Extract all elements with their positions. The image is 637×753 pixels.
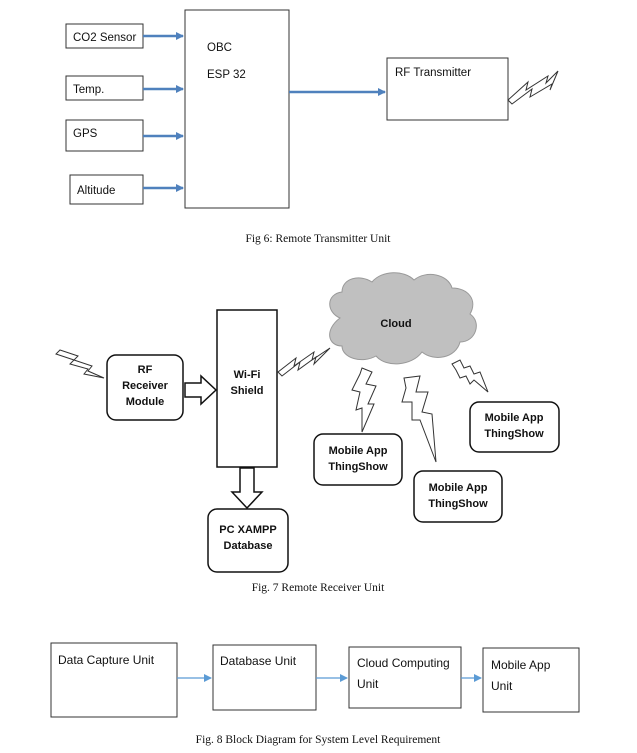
- altitude-box: [69, 174, 144, 205]
- mobile-app-1-line1: Mobile App: [329, 445, 388, 457]
- mobile-app-2-box: [413, 470, 503, 523]
- cloud-app1-lightning-icon: [351, 367, 377, 433]
- rf-receiver-line1: RF: [138, 364, 153, 376]
- database-unit-label: Database Unit: [220, 654, 297, 668]
- co2-sensor-label: CO2 Sensor: [73, 32, 136, 44]
- fig6-transmitter-unit: CO2 Sensor Temp. GPS Altitude OBC ESP 32…: [65, 9, 559, 245]
- database-box: [207, 508, 289, 573]
- rf-receiver-line3: Module: [126, 396, 165, 408]
- cloud-shape: [329, 272, 477, 365]
- mobile-app-2-line1: Mobile App: [429, 482, 488, 494]
- cloud-app2-lightning-icon: [401, 375, 437, 463]
- transmit-lightning-icon: [507, 70, 559, 105]
- receiver-to-shield-arrow: [184, 374, 218, 406]
- temp-box: [65, 75, 144, 101]
- gps-label: GPS: [73, 128, 98, 140]
- obc-label: OBC: [207, 42, 232, 54]
- fig6-caption: Fig 6: Remote Transmitter Unit: [245, 233, 391, 245]
- mobile-app-3-line2: ThingShow: [484, 428, 544, 440]
- mobile-app-unit-line1: Mobile App: [491, 658, 551, 672]
- fig7-caption: Fig. 7 Remote Receiver Unit: [252, 582, 385, 594]
- mobile-app-unit-box: [482, 647, 580, 713]
- temp-label: Temp.: [73, 84, 104, 96]
- mobile-app-1-line2: ThingShow: [328, 461, 388, 473]
- altitude-label: Altitude: [77, 185, 115, 197]
- rf-receiver-line2: Receiver: [122, 380, 169, 392]
- mobile-app-1-box: [313, 433, 403, 486]
- wifi-shield-box: [216, 309, 278, 468]
- data-capture-box: [50, 642, 178, 718]
- receive-lightning-icon: [55, 349, 105, 379]
- cloud-app3-lightning-icon: [451, 359, 489, 393]
- mobile-app-2-line2: ThingShow: [428, 498, 488, 510]
- cloud-label: Cloud: [380, 318, 411, 330]
- data-capture-label: Data Capture Unit: [58, 653, 155, 667]
- gps-box: [65, 119, 144, 152]
- rf-transmitter-box: [386, 57, 509, 121]
- mobile-app-3-line1: Mobile App: [485, 412, 544, 424]
- esp32-label: ESP 32: [207, 69, 246, 81]
- mobile-app-unit-line2: Unit: [491, 679, 513, 693]
- database-line2: Database: [224, 540, 273, 552]
- obc-box: [184, 9, 290, 209]
- wifi-shield-line2: Shield: [230, 385, 263, 397]
- database-unit-box: [212, 644, 317, 711]
- shield-cloud-lightning-icon: [277, 347, 331, 377]
- database-line1: PC XAMPP: [219, 524, 276, 536]
- fig7-receiver-unit: Cloud RF Receiver Module Wi-Fi Shield PC…: [55, 272, 560, 594]
- fig8-caption: Fig. 8 Block Diagram for System Level Re…: [196, 734, 441, 746]
- cloud-computing-line1: Cloud Computing: [357, 656, 450, 670]
- rf-transmitter-label: RF Transmitter: [395, 67, 471, 79]
- fig8-system-block-diagram: Data Capture Unit Database Unit Cloud Co…: [50, 642, 580, 746]
- rf-receiver-box: [106, 354, 184, 421]
- shield-to-database-arrow: [230, 467, 264, 510]
- wifi-shield-line1: Wi-Fi: [234, 369, 261, 381]
- co2-sensor-box: [65, 23, 144, 49]
- cloud-computing-box: [348, 646, 462, 709]
- cloud-computing-line2: Unit: [357, 677, 379, 691]
- mobile-app-3-box: [469, 401, 560, 453]
